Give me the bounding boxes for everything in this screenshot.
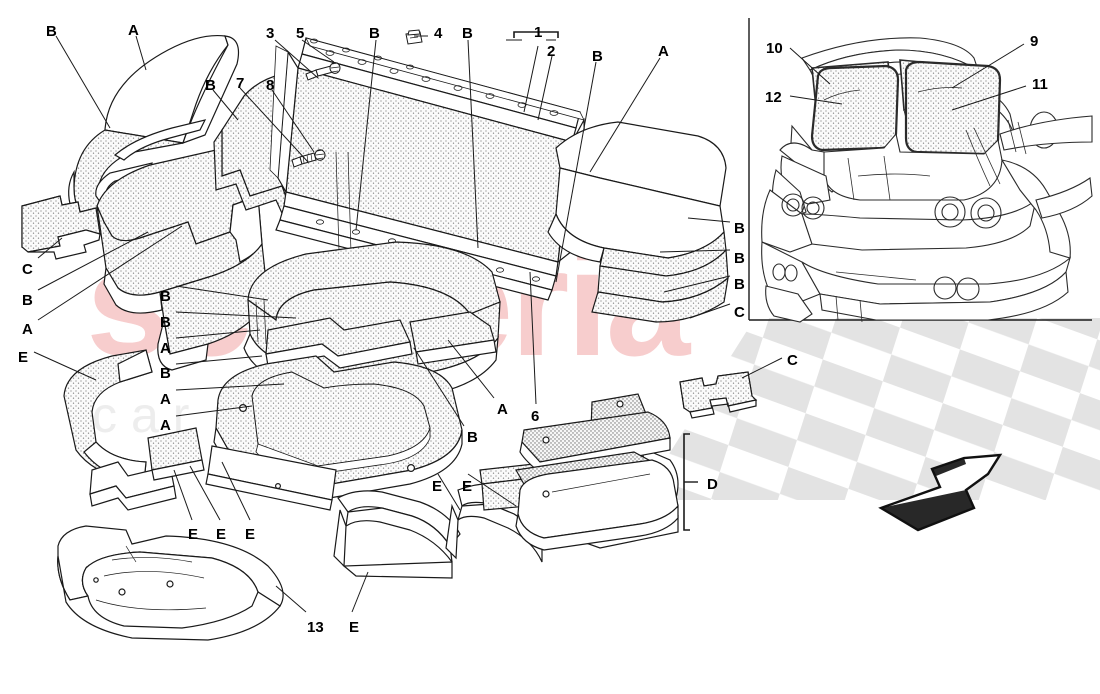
group-brackets — [513, 31, 698, 531]
callout-9: 9 — [1030, 33, 1039, 50]
callout-6: 6 — [531, 408, 540, 425]
callout-a: A — [497, 401, 508, 418]
callout-2: 2 — [547, 43, 556, 60]
callout-e: E — [245, 526, 256, 543]
callout-a: A — [128, 22, 139, 39]
bracket-1-2 — [513, 31, 559, 38]
callout-c: C — [22, 261, 33, 278]
fasteners-group — [291, 29, 423, 168]
callout-c: C — [734, 304, 745, 321]
callout-7: 7 — [236, 75, 245, 92]
callout-b: B — [22, 292, 33, 309]
callout-a: A — [160, 417, 171, 434]
left-foam-panels — [21, 146, 301, 371]
callout-a: A — [658, 43, 669, 60]
callout-e: E — [216, 526, 227, 543]
callout-b: B — [462, 25, 473, 42]
callout-1: 1 — [534, 24, 543, 41]
callout-a: A — [160, 391, 171, 408]
callout-e: E — [188, 526, 199, 543]
callout-e: E — [432, 478, 443, 495]
callout-b: B — [592, 48, 603, 65]
vehicle-rear-illustration — [761, 37, 1093, 323]
callout-b: B — [205, 77, 216, 94]
callout-b: B — [734, 220, 745, 237]
callout-b: B — [160, 365, 171, 382]
callout-5: 5 — [296, 25, 305, 42]
callout-e: E — [349, 619, 360, 636]
callout-b: B — [369, 25, 380, 42]
callout-d: D — [707, 476, 718, 493]
callout-3: 3 — [266, 25, 275, 42]
wheelhouse-cover-13 — [57, 525, 284, 641]
callout-13: 13 — [307, 619, 324, 636]
right-upper-body-panel — [547, 121, 729, 323]
callout-8: 8 — [266, 77, 275, 94]
callout-e: E — [18, 349, 29, 366]
left-side-trim-panels — [63, 349, 337, 511]
callout-c: C — [787, 352, 798, 369]
callout-12: 12 — [765, 89, 782, 106]
callout-b: B — [467, 429, 478, 446]
c-clip-right — [679, 371, 758, 419]
callout-10: 10 — [766, 40, 783, 57]
trunk-lid-liner-assembly — [68, 34, 240, 237]
callout-a: A — [22, 321, 33, 338]
d-group-mats — [515, 393, 679, 551]
callout-b: B — [160, 288, 171, 305]
callout-11: 11 — [1032, 76, 1048, 93]
forward-direction-arrow — [878, 453, 1003, 532]
callout-b: B — [734, 250, 745, 267]
callout-b: B — [160, 314, 171, 331]
callout-e: E — [462, 478, 473, 495]
leader-lines — [33, 35, 1027, 613]
callout-b: B — [734, 276, 745, 293]
callout-b: B — [46, 23, 57, 40]
callout-4: 4 — [434, 25, 443, 42]
callout-a: A — [160, 340, 171, 357]
